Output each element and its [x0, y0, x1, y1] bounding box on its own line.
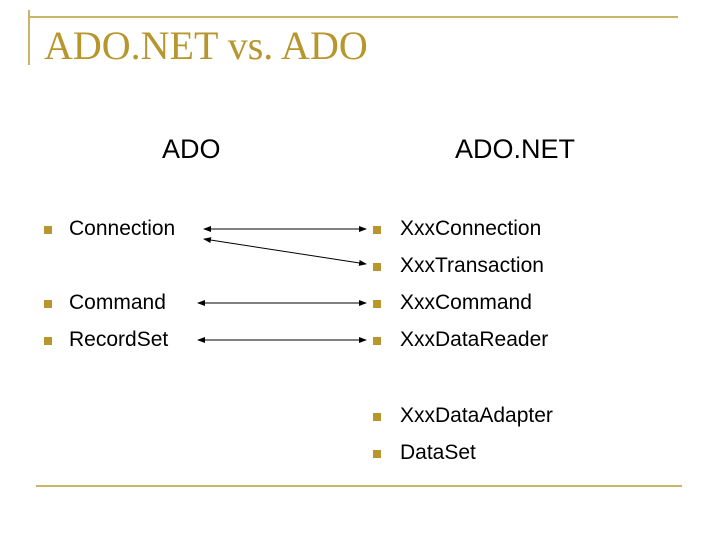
left-item-recordset: RecordSet [69, 328, 169, 351]
right-item-xxxdataadapter: XxxDataAdapter [400, 404, 553, 427]
right-column-heading: ADO.NET [455, 134, 576, 164]
left-item-command: Command [69, 291, 166, 314]
bullet-icon [373, 300, 381, 308]
slide-title: ADO.NET vs. ADO [44, 23, 368, 68]
left-item-connection: Connection [69, 217, 176, 240]
arrow-connection-xxxtransaction [203, 237, 367, 266]
bullet-icon [44, 337, 52, 345]
title-horizontal-rule [28, 16, 678, 18]
footer-rule [36, 485, 682, 487]
right-item-xxxtransaction: XxxTransaction [400, 254, 544, 277]
right-item-xxxconnection: XxxConnection [400, 217, 542, 240]
bullet-icon [44, 300, 52, 308]
bullet-icon [373, 226, 381, 234]
right-item-xxxcommand: XxxCommand [400, 291, 532, 314]
right-item-xxxdatareader: XxxDataReader [400, 328, 549, 351]
bullet-icon [373, 263, 381, 271]
right-item-dataset: DataSet [400, 441, 476, 464]
bullet-icon [44, 226, 52, 234]
title-vertical-rule [28, 10, 30, 65]
left-column-heading: ADO [162, 134, 221, 164]
bullet-icon [373, 413, 381, 421]
bullet-icon [373, 337, 381, 345]
bullet-icon [373, 450, 381, 458]
